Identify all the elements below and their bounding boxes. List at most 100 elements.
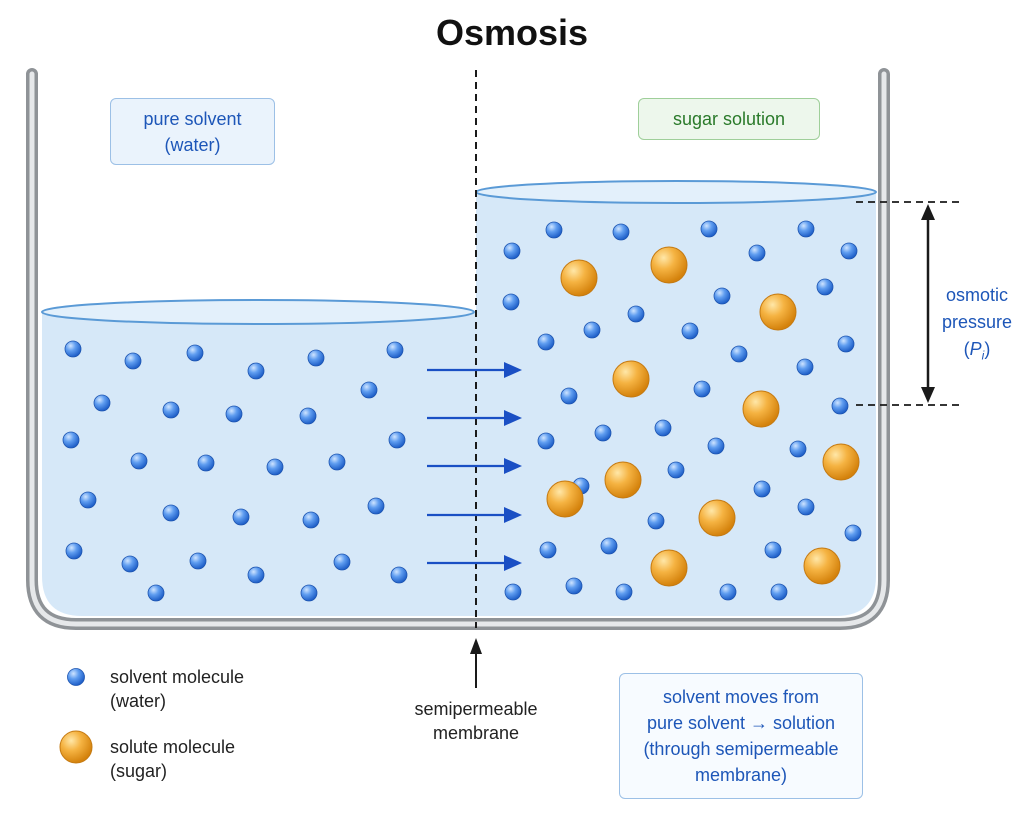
- solvent-molecule: [300, 584, 318, 602]
- solvent-molecule: [840, 242, 858, 260]
- solvent-molecule: [93, 394, 111, 412]
- solvent-molecule: [600, 537, 618, 555]
- solvent-molecule: [667, 461, 685, 479]
- osmotic-pressure-p: P: [969, 339, 982, 359]
- solvent-molecule: [503, 242, 521, 260]
- solvent-molecule: [719, 583, 737, 601]
- solvent-molecule: [789, 440, 807, 458]
- solvent-molecule: [537, 333, 555, 351]
- sugar-solution-label: sugar solution: [638, 98, 820, 140]
- solvent-molecule: [65, 542, 83, 560]
- solute-molecule: [612, 360, 650, 398]
- pure-solvent-label-line2: (water): [164, 134, 221, 155]
- solute-molecule: [803, 547, 841, 585]
- solvent-molecule: [504, 583, 522, 601]
- solvent-molecule: [796, 358, 814, 376]
- solvent-molecule: [647, 512, 665, 530]
- pure-solvent-label: pure solvent (water): [110, 98, 275, 165]
- flow-note: solvent moves from pure solvent → soluti…: [619, 673, 863, 799]
- solvent-molecule: [816, 278, 834, 296]
- legend-solvent-icon: [67, 668, 85, 686]
- solute-molecule: [650, 246, 688, 284]
- solute-molecule: [822, 443, 860, 481]
- right-liquid-surface: [475, 180, 877, 204]
- solvent-molecule: [707, 437, 725, 455]
- solvent-molecule: [545, 221, 563, 239]
- solvent-molecule: [64, 340, 82, 358]
- legend-solvent-line2: (water): [110, 691, 167, 711]
- solvent-molecule: [844, 524, 862, 542]
- solvent-molecule: [594, 424, 612, 442]
- solute-molecule: [604, 461, 642, 499]
- flow-arrowhead: [504, 507, 522, 523]
- solvent-molecule: [700, 220, 718, 238]
- solute-molecule: [560, 259, 598, 297]
- solvent-molecule: [537, 432, 555, 450]
- legend-solute-line1: solute molecule: [110, 737, 236, 757]
- solvent-molecule: [62, 431, 80, 449]
- solvent-molecule: [266, 458, 284, 476]
- membrane-label: semipermeable membrane: [380, 697, 572, 745]
- solvent-molecule: [299, 407, 317, 425]
- solvent-molecule: [612, 223, 630, 241]
- legend-solvent: solvent molecule (water): [110, 665, 244, 713]
- solvent-molecule: [390, 566, 408, 584]
- solvent-molecule: [302, 511, 320, 529]
- osmotic-pressure-open-paren: (: [963, 339, 970, 359]
- solvent-molecule: [130, 452, 148, 470]
- legend-solute-line2: (sugar): [110, 761, 168, 781]
- container-highlight: [29, 71, 887, 627]
- solvent-molecule: [186, 344, 204, 362]
- flow-note-line: membrane): [694, 765, 788, 785]
- solute-molecule: [546, 480, 584, 518]
- solvent-molecule: [247, 566, 265, 584]
- solvent-molecule: [307, 349, 325, 367]
- solvent-molecule: [189, 552, 207, 570]
- flow-arrows: [427, 362, 522, 571]
- osmotic-pressure-close-paren: ): [984, 339, 991, 359]
- flow-note-line: solvent moves from: [662, 687, 820, 707]
- solvent-molecule: [232, 508, 250, 526]
- solvent-molecule: [565, 577, 583, 595]
- solute-molecule: [650, 549, 688, 587]
- legend-solute: solute molecule (sugar): [110, 735, 235, 783]
- solvent-molecule: [388, 431, 406, 449]
- solvent-molecule: [615, 583, 633, 601]
- solvent-molecule: [797, 220, 815, 238]
- solvent-molecule: [730, 345, 748, 363]
- sugar-solution-label-text: sugar solution: [672, 109, 786, 129]
- solute-molecule: [698, 499, 736, 537]
- pressure-arrowhead-down: [921, 387, 935, 403]
- solvent-molecule: [713, 287, 731, 305]
- membrane-label-line1: semipermeable: [414, 699, 538, 719]
- flow-arrowhead: [504, 410, 522, 426]
- flow-note-line: (through semipermeable: [643, 739, 839, 759]
- flow-note-line: pure solvent → solution: [646, 713, 836, 733]
- solvent-molecule: [247, 362, 265, 380]
- osmotic-pressure-line1: osmotic: [945, 285, 1008, 305]
- solvent-molecule: [681, 322, 699, 340]
- solvent-molecule: [225, 405, 243, 423]
- solvent-molecule: [748, 244, 766, 262]
- pure-solvent-label-line1: pure solvent: [143, 108, 242, 129]
- flow-arrowhead: [504, 362, 522, 378]
- solvent-molecule: [797, 498, 815, 516]
- solvent-molecule: [693, 380, 711, 398]
- osmotic-pressure-symbol: (Pi): [930, 336, 1024, 370]
- legend-solvent-line1: solvent molecule: [110, 667, 245, 687]
- solvent-molecule: [124, 352, 142, 370]
- flow-arrowhead: [504, 458, 522, 474]
- solvent-molecule: [197, 454, 215, 472]
- osmotic-pressure-subscript: i: [981, 348, 985, 363]
- left-liquid-surface: [41, 299, 475, 325]
- solvent-molecule: [333, 553, 351, 571]
- solvent-molecule: [753, 480, 771, 498]
- solvent-molecule: [79, 491, 97, 509]
- solvent-molecule: [560, 387, 578, 405]
- legend-solute-icon: [59, 730, 93, 764]
- pressure-arrowhead-up: [921, 204, 935, 220]
- solvent-molecule: [367, 497, 385, 515]
- solvent-molecule: [502, 293, 520, 311]
- solvent-molecule: [831, 397, 849, 415]
